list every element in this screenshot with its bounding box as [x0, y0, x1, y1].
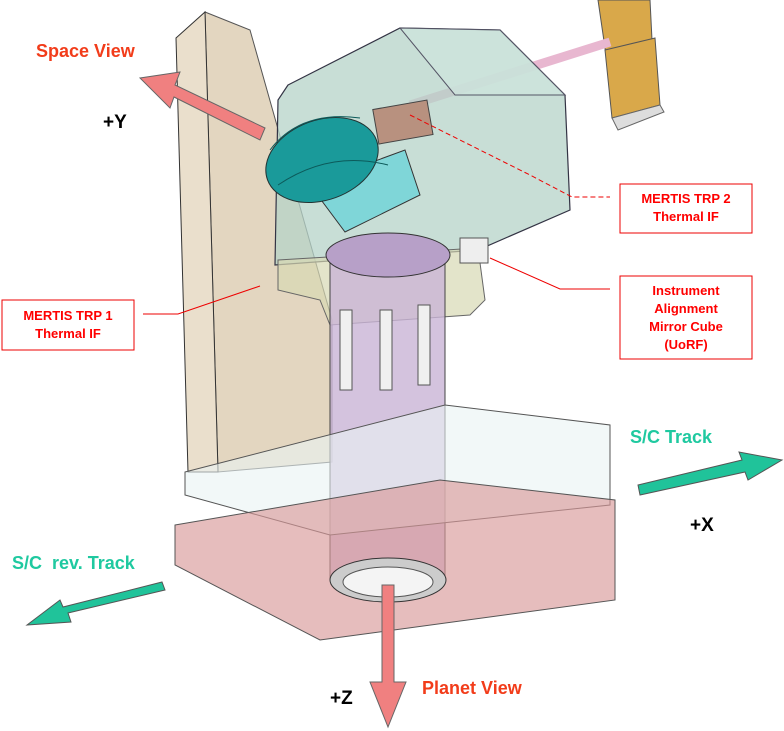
callout-trp1-line1: MERTIS TRP 1 — [23, 308, 112, 323]
sc-track-label: S/C Track — [630, 427, 713, 447]
axis-z-label: +Z — [330, 688, 353, 709]
axis-x-label: +X — [690, 515, 714, 536]
leader-lines — [143, 114, 610, 315]
axis-y-label: +Y — [103, 112, 127, 133]
callout-mirror-line4: (UoRF) — [664, 337, 707, 352]
callout-mirror-line1: Instrument — [652, 283, 720, 298]
callout-mirror-line3: Mirror Cube — [649, 319, 723, 334]
space-view-label: Space View — [36, 41, 136, 61]
mounting-plates — [174, 404, 616, 641]
callout-trp2: MERTIS TRP 2 Thermal IF — [619, 183, 753, 234]
sc-track-arrow — [637, 451, 784, 496]
planet-view-label: Planet View — [422, 678, 523, 698]
callout-trp1-line2: Thermal IF — [35, 326, 101, 341]
space-view-arrow — [138, 71, 266, 141]
sc-rev-track-label: S/C rev. Track — [12, 553, 136, 573]
callout-mirror-line2: Alignment — [654, 301, 718, 316]
callout-mirror-cube: Instrument Alignment Mirror Cube (UoRF) — [619, 275, 753, 360]
callout-trp2-line2: Thermal IF — [653, 209, 719, 224]
sc-rev-track-arrow — [25, 581, 166, 626]
callout-trp2-line1: MERTIS TRP 2 — [641, 191, 730, 206]
mirror-cube — [459, 237, 489, 264]
callout-trp1: MERTIS TRP 1 Thermal IF — [1, 299, 135, 351]
solar-panel — [597, 0, 665, 131]
space-view-baffle — [265, 116, 421, 233]
planet-view-arrow — [369, 584, 407, 729]
